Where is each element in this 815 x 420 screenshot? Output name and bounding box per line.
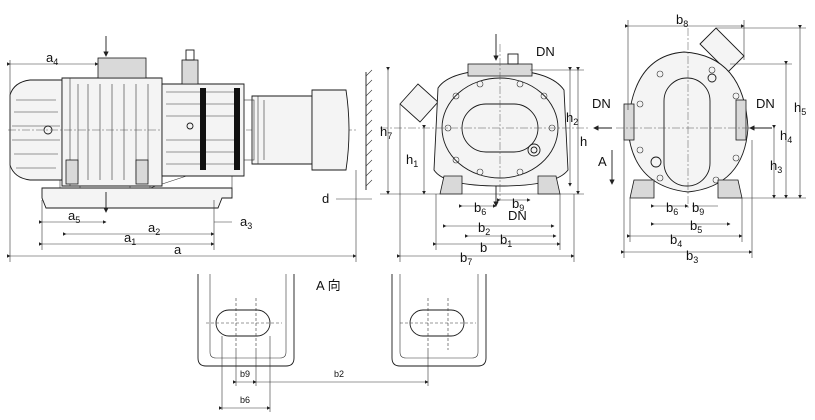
label-b9-middle: b9 [512, 196, 524, 213]
side-view: a4 a5 a3 a2 a1 a d [7, 36, 373, 262]
label-b: b [480, 240, 487, 255]
label-b4: b4 [670, 232, 682, 249]
detail-label-b2: b2 [334, 369, 344, 379]
label-a1: a1 [124, 230, 136, 247]
label-b1: b1 [500, 232, 512, 249]
label-b8: b8 [676, 12, 688, 29]
view-a-title: A 向 [316, 278, 341, 293]
arrow-a-label: A [598, 154, 607, 169]
label-a2: a2 [148, 220, 160, 237]
label-dn-top: DN [536, 44, 555, 59]
label-h3: h3 [770, 158, 782, 175]
label-a3: a3 [240, 214, 252, 231]
end-view: A DN DN b8 h5 h4 h3 b6 b9 b5 b4 b3 [592, 12, 806, 265]
label-h1: h1 [406, 152, 418, 169]
detail-label-b9: b9 [240, 369, 250, 379]
motor [251, 95, 313, 165]
view-a-detail: A 向 b9 b2 b6 [197, 274, 487, 412]
label-b5: b5 [690, 218, 702, 235]
label-b6-middle: b6 [474, 200, 486, 217]
label-a: a [174, 242, 182, 257]
label-b6-end: b6 [666, 200, 678, 217]
foot-left [197, 274, 295, 367]
oil-reservoir [181, 59, 199, 85]
label-h: h [580, 134, 587, 149]
label-h5: h5 [794, 100, 806, 117]
label-b9-end: b9 [692, 200, 704, 217]
middle-view: DN DN h7 h1 h2 h b6 b9 b2 b1 b b7 [380, 34, 612, 267]
label-dn-right: DN [756, 96, 775, 111]
label-b3: b3 [686, 248, 698, 265]
label-a5: a5 [68, 208, 80, 225]
foot-right [391, 274, 487, 367]
detail-label-b6: b6 [240, 395, 250, 405]
label-a4: a4 [46, 50, 58, 67]
label-dn-bottom: DN [508, 208, 527, 223]
label-dn-left: DN [592, 96, 611, 111]
label-h2: h2 [566, 110, 578, 127]
label-b7: b7 [460, 250, 472, 267]
label-h4: h4 [780, 128, 792, 145]
label-h7: h7 [380, 124, 392, 141]
label-d: d [322, 191, 329, 206]
label-b2: b2 [478, 220, 490, 237]
base-frame [41, 187, 233, 209]
